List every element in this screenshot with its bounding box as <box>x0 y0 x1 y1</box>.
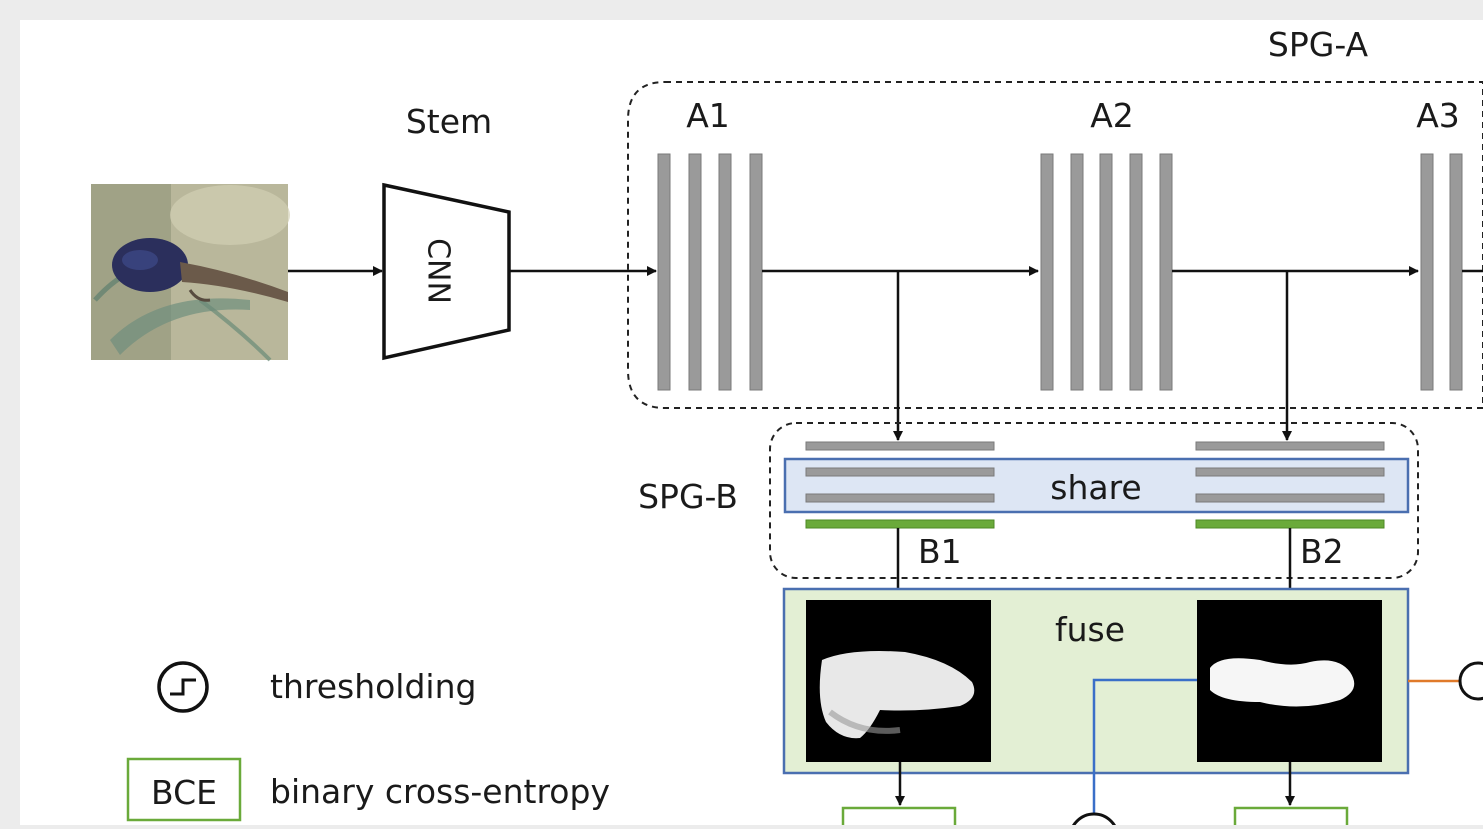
cnn-block <box>382 182 511 361</box>
bce-box-2 <box>1233 806 1349 829</box>
block-a2-layers <box>1040 153 1173 391</box>
spg-a-label: SPG-A <box>1268 25 1369 64</box>
legend-step-icon <box>170 678 196 696</box>
branch-b1-layers <box>805 441 995 529</box>
bce-box-1 <box>841 806 957 829</box>
mask-b2-image <box>1197 600 1382 762</box>
block-a3-label: A3 <box>1416 96 1460 135</box>
stem-label: Stem <box>406 102 492 141</box>
input-image <box>91 184 290 362</box>
branch-b1-label: B1 <box>918 532 962 571</box>
block-a1-label: A1 <box>686 96 730 135</box>
spg-b-label: SPG-B <box>638 477 738 516</box>
mask-b1-image <box>806 600 991 762</box>
branch-b2-label: B2 <box>1300 532 1344 571</box>
legend-bce-text: binary cross-entropy <box>270 772 610 811</box>
fuse-label: fuse <box>1055 610 1125 649</box>
threshold-node-icon <box>1458 661 1483 701</box>
legend-bce-box <box>126 757 242 822</box>
block-a3-layers <box>1420 153 1463 391</box>
spg-b-region <box>769 422 1419 579</box>
spg-a-region <box>627 81 1483 409</box>
cnn-label: CNN <box>421 238 456 304</box>
legend: thresholding BCE binary cross-entropy <box>126 661 610 822</box>
legend-threshold-text: thresholding <box>270 667 476 706</box>
blue-connector <box>1092 678 1197 825</box>
block-a2-label: A2 <box>1090 96 1134 135</box>
legend-bce-box-label: BCE <box>151 773 217 812</box>
share-label: share <box>1050 468 1141 507</box>
block-a1-layers <box>657 153 763 391</box>
